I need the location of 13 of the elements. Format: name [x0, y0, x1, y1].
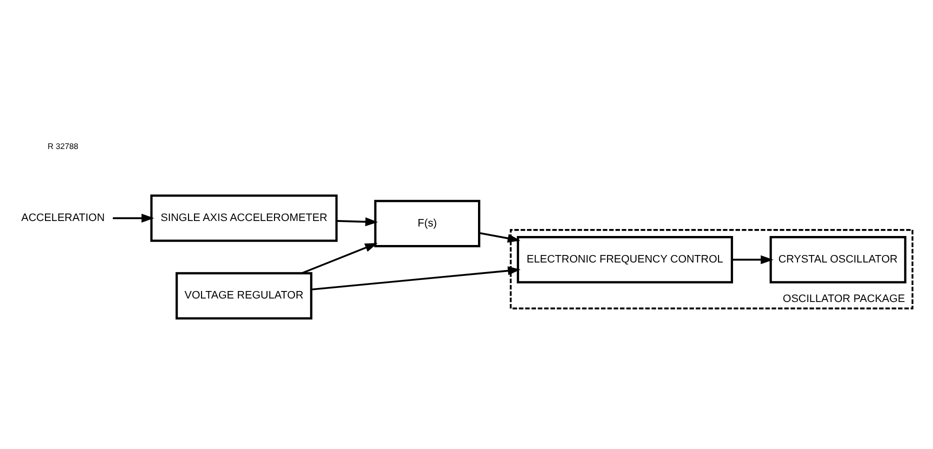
node-box: ELECTRONIC FREQUENCY CONTROL — [516, 236, 734, 284]
node-text: ACCELERATION — [21, 212, 105, 224]
node-box: VOLTAGE REGULATOR — [176, 272, 312, 320]
arrow — [479, 232, 520, 243]
node-box: SINGLE AXIS ACCELEROMETER — [150, 194, 338, 242]
label: R 32788 — [48, 142, 78, 151]
node-box: CRYSTAL OSCILLATOR — [770, 236, 906, 284]
arrow — [301, 242, 378, 274]
arrow — [336, 217, 378, 226]
node-box: F(s) — [374, 200, 480, 248]
arrow — [732, 255, 774, 264]
arrow — [311, 266, 521, 290]
arrow — [112, 214, 154, 223]
